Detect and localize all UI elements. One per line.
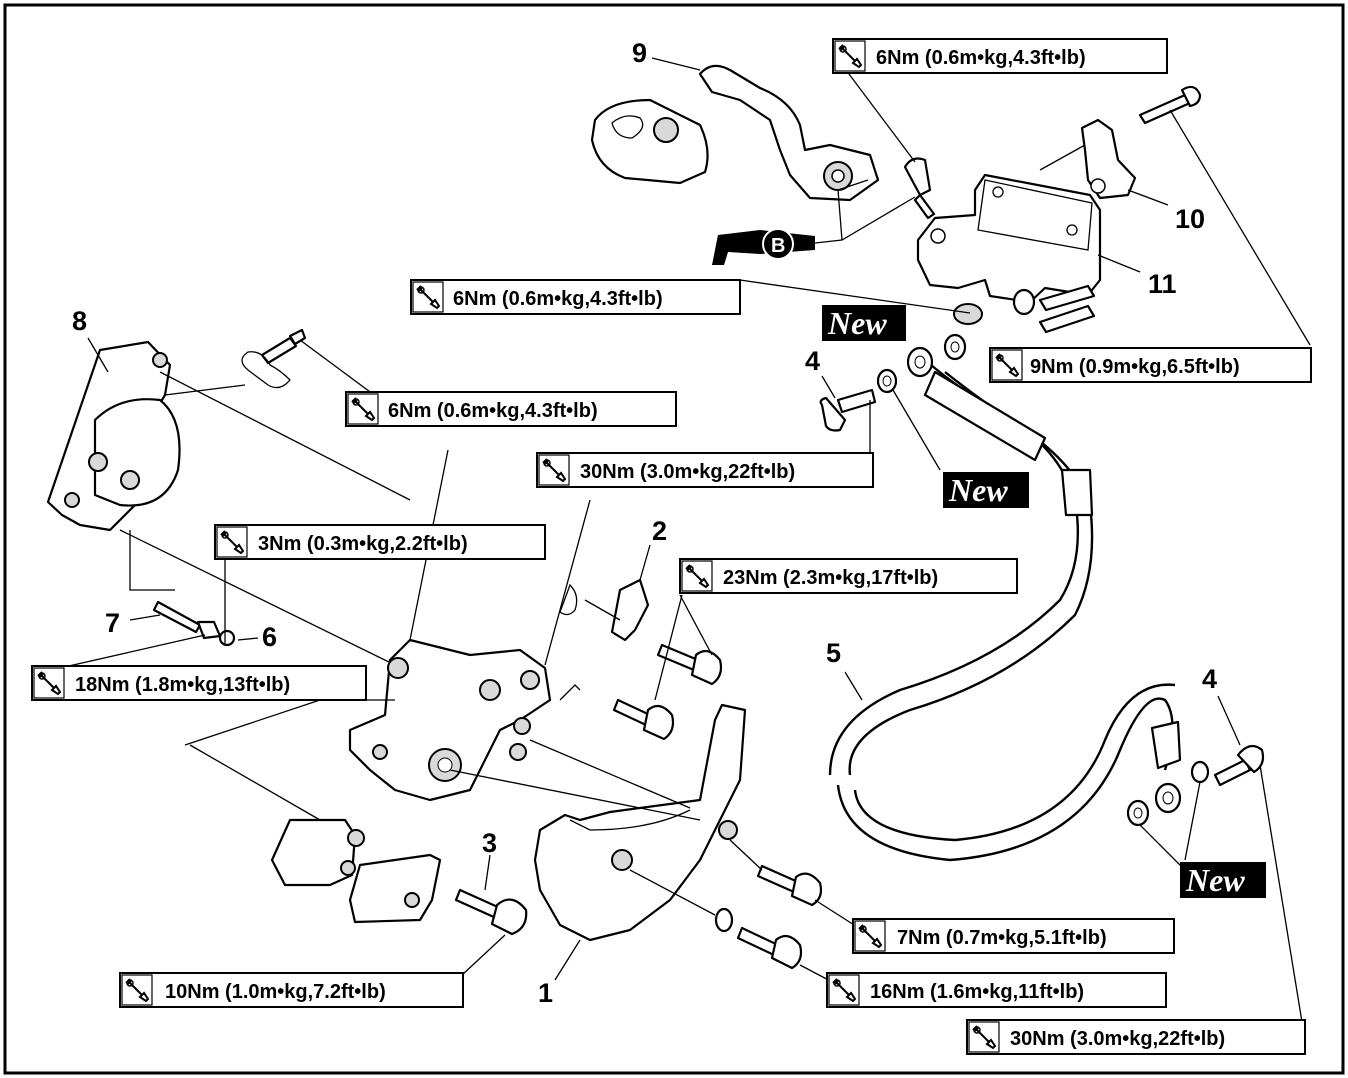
disc-cover-bolt xyxy=(629,869,839,986)
torque-wrench-icon xyxy=(854,920,886,952)
holder-bolt xyxy=(1138,85,1311,346)
svg-text:New: New xyxy=(827,305,887,341)
torque-wrench-icon xyxy=(216,526,248,558)
svg-text:New: New xyxy=(1185,862,1245,898)
pad-pin-part xyxy=(59,557,259,669)
svg-text:3Nm (0.3m•kg,2.2ft•lb): 3Nm (0.3m•kg,2.2ft•lb) xyxy=(258,533,468,555)
torque-wrench-icon xyxy=(33,667,65,699)
new-badge-3: New xyxy=(1180,862,1266,898)
new-badge-2: New xyxy=(943,472,1029,508)
torque-wrench-icon xyxy=(412,281,444,313)
torque-spec-holder-bolt: 9Nm (0.9m•kg,6.5ft•lb) xyxy=(989,347,1312,383)
torque-spec-union-upper: 30Nm (3.0m•kg,22ft•lb) xyxy=(536,452,874,488)
grease-gun-icon: B xyxy=(712,196,916,265)
svg-text:23Nm (2.3m•kg,17ft•lb): 23Nm (2.3m•kg,17ft•lb) xyxy=(723,567,938,589)
part-number-4-upper: 4 xyxy=(805,346,820,376)
svg-text:30Nm (3.0m•kg,22ft•lb): 30Nm (3.0m•kg,22ft•lb) xyxy=(580,461,795,483)
brake-caliper-part xyxy=(46,340,411,666)
svg-text:16Nm (1.6m•kg,11ft•lb): 16Nm (1.6m•kg,11ft•lb) xyxy=(870,981,1084,1003)
torque-wrench-icon xyxy=(347,393,379,425)
torque-spec-union-lower: 30Nm (3.0m•kg,22ft•lb) xyxy=(966,1019,1306,1055)
pad-support-part xyxy=(184,699,528,976)
torque-wrench-icon xyxy=(991,349,1023,381)
torque-spec-pad-pin: 18Nm (1.8m•kg,13ft•lb) xyxy=(31,665,367,701)
torque-wrench-icon xyxy=(121,974,153,1006)
part-number-labels: 9 10 11 8 4 2 7 6 5 4 3 1 xyxy=(72,38,1241,1008)
grease-mark-b: B xyxy=(771,235,785,257)
part-number-8: 8 xyxy=(72,306,87,336)
part-number-9: 9 xyxy=(632,38,647,68)
new-badge-1: New xyxy=(822,305,906,341)
part-number-2: 2 xyxy=(652,516,667,546)
torque-wrench-icon xyxy=(834,40,866,72)
caliper-bolt-lower xyxy=(612,594,713,741)
part-number-4-lower: 4 xyxy=(1202,664,1217,694)
torque-wrench-icon xyxy=(968,1021,1000,1053)
lever-bolt xyxy=(839,61,936,220)
torque-wrench-icon xyxy=(538,454,570,486)
part-number-5: 5 xyxy=(826,638,841,668)
part-number-3: 3 xyxy=(482,828,497,858)
brake-hose-part xyxy=(828,346,1182,862)
torque-spec-pad-support: 10Nm (1.0m•kg,7.2ft•lb) xyxy=(119,972,464,1008)
torque-wrench-icon xyxy=(828,974,860,1006)
torque-spec-lever-bolt: 6Nm (0.6m•kg,4.3ft•lb) xyxy=(832,38,1168,74)
part-number-11: 11 xyxy=(1148,269,1177,299)
lower-union-bolt xyxy=(1126,744,1303,1023)
svg-text:6Nm (0.6m•kg,4.3ft•lb): 6Nm (0.6m•kg,4.3ft•lb) xyxy=(453,288,663,310)
svg-text:10Nm (1.0m•kg,7.2ft•lb): 10Nm (1.0m•kg,7.2ft•lb) xyxy=(165,981,386,1003)
torque-spec-disc-cover: 16Nm (1.6m•kg,11ft•lb) xyxy=(826,972,1167,1008)
hose-guide-part xyxy=(584,544,651,642)
part-number-7: 7 xyxy=(105,608,120,638)
torque-spec-master-cylinder: 6Nm (0.6m•kg,4.3ft•lb) xyxy=(410,279,741,315)
part-number-10: 10 xyxy=(1175,204,1205,234)
torque-spec-pad-plug: 3Nm (0.3m•kg,2.2ft•lb) xyxy=(214,524,546,560)
torque-spec-disc-cover-small: 7Nm (0.7m•kg,5.1ft•lb) xyxy=(852,918,1175,954)
torque-spec-caliper-bolt: 23Nm (2.3m•kg,17ft•lb) xyxy=(679,558,1018,594)
svg-text:6Nm (0.6m•kg,4.3ft•lb): 6Nm (0.6m•kg,4.3ft•lb) xyxy=(876,47,1086,69)
svg-text:6Nm (0.6m•kg,4.3ft•lb): 6Nm (0.6m•kg,4.3ft•lb) xyxy=(388,400,598,422)
brake-lever-part xyxy=(590,64,880,241)
svg-text:New: New xyxy=(948,472,1008,508)
disc-cover-part xyxy=(449,684,747,981)
svg-text:30Nm (3.0m•kg,22ft•lb): 30Nm (3.0m•kg,22ft•lb) xyxy=(1010,1028,1225,1050)
diagram-frame xyxy=(3,3,1345,1075)
svg-text:7Nm (0.7m•kg,5.1ft•lb): 7Nm (0.7m•kg,5.1ft•lb) xyxy=(897,927,1107,949)
upper-union-bolt xyxy=(819,368,941,471)
torque-spec-bleed-screw: 6Nm (0.6m•kg,4.3ft•lb) xyxy=(345,391,677,427)
part-number-6: 6 xyxy=(262,622,277,652)
master-cylinder-holder-part xyxy=(1039,118,1169,206)
disc-cover-bolt-small xyxy=(729,839,863,931)
master-cylinder-part xyxy=(739,173,1141,361)
svg-text:18Nm (1.8m•kg,13ft•lb): 18Nm (1.8m•kg,13ft•lb) xyxy=(75,674,290,696)
front-fork-leg xyxy=(348,449,591,802)
torque-wrench-icon xyxy=(681,560,713,592)
svg-text:9Nm (0.9m•kg,6.5ft•lb): 9Nm (0.9m•kg,6.5ft•lb) xyxy=(1030,356,1240,378)
part-number-1: 1 xyxy=(538,978,553,1008)
